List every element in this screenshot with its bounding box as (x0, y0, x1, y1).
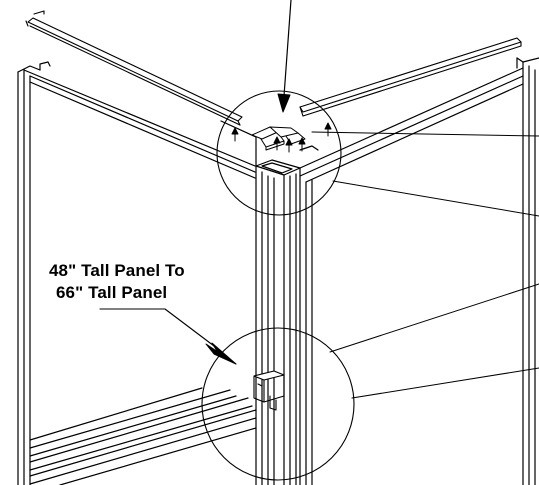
top-cap-right (299, 37, 522, 117)
leader-lines (311, 131, 539, 399)
pointer-arrow-top (277, 0, 292, 113)
right-panel-frame (220, 57, 539, 485)
assembly-arrows (231, 122, 332, 153)
callout-label-line-1: 48" Tall Panel To (49, 261, 185, 280)
callout-arrow (99, 308, 237, 365)
callout-label-line-2: 66" Tall Panel (56, 283, 168, 302)
left-panel-frame (17, 61, 257, 485)
detail-circle-top (216, 90, 342, 216)
lower-clip (253, 370, 285, 411)
corner-connector (251, 126, 306, 151)
top-cap-left (25, 10, 243, 126)
detail-circles (201, 90, 355, 481)
corner-post (255, 159, 301, 485)
detail-circle-bottom (201, 327, 355, 481)
